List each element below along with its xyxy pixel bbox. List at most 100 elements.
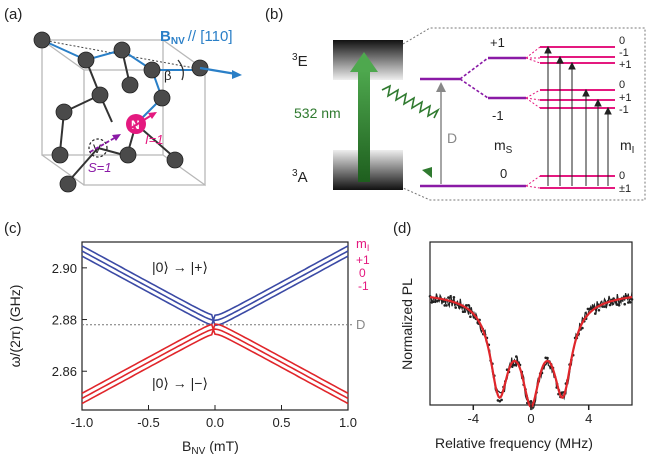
s-label: S=1 bbox=[88, 160, 112, 175]
plot-c-x-tick-label: 0.0 bbox=[206, 415, 224, 430]
plot-c-d-label: D bbox=[356, 317, 365, 332]
plot-d-data-point bbox=[603, 305, 606, 308]
decay-arrowhead bbox=[422, 167, 432, 178]
plot-d-data-point bbox=[515, 355, 518, 358]
plot-d-data-point bbox=[546, 356, 549, 360]
plot-d-ylabel: Normalized PL bbox=[399, 278, 415, 370]
transition-arrows bbox=[544, 45, 612, 186]
plot-d-data-point bbox=[463, 310, 467, 313]
plot-d-data-point bbox=[465, 304, 469, 307]
plot-d-measured-trace bbox=[429, 292, 633, 411]
electron-spin-arrowhead bbox=[112, 134, 121, 141]
mi-bot-1: ±1 bbox=[619, 183, 631, 195]
plot-d-frame bbox=[429, 241, 633, 406]
panel-a-label: (a) bbox=[4, 6, 22, 23]
zfs-arrowhead bbox=[436, 82, 446, 92]
panel-d-label: (d) bbox=[393, 220, 411, 237]
branch-upper-mI--1 bbox=[81, 245, 349, 327]
mi-bot-0: 0 bbox=[619, 170, 625, 182]
mi-mid-1: +1 bbox=[619, 92, 632, 104]
plot-d-data-point bbox=[500, 398, 503, 402]
ms-axis-label: mS bbox=[494, 137, 513, 156]
plot-d-data-point bbox=[441, 300, 445, 303]
ms-plus-label: +1 bbox=[490, 35, 505, 50]
mi-top-2: +1 bbox=[619, 59, 632, 71]
lower-branch-annotation: |0⟩ → |−⟩ bbox=[152, 375, 208, 391]
laser-arrow-head bbox=[350, 52, 378, 72]
plot-d-data-point bbox=[529, 400, 533, 403]
plot-d-data-point bbox=[452, 296, 456, 299]
plot-d-data-point bbox=[436, 299, 439, 303]
plot-d-x-tick-label: 0 bbox=[527, 411, 534, 426]
plot-c-x-tick-label: -1.0 bbox=[71, 415, 93, 430]
plot-c-xlabel: BNV(mT) bbox=[182, 438, 239, 457]
branch-lower-mI--1 bbox=[81, 323, 349, 405]
electron-spin-arrow bbox=[89, 135, 119, 153]
plot-d-data-point bbox=[445, 304, 448, 307]
plot-d-data bbox=[428, 292, 634, 411]
laser-label: 532 nm bbox=[294, 105, 341, 121]
plot-c-mi-label: mI bbox=[356, 236, 369, 253]
b-nv-label: BNV// [110] bbox=[160, 28, 233, 47]
plot-d-data-point bbox=[628, 301, 632, 304]
ms-zero-label: 0 bbox=[500, 166, 507, 181]
zoom-box bbox=[402, 27, 646, 201]
plot-c-y-tick-label: 2.86 bbox=[52, 364, 77, 379]
mi-top-0: 0 bbox=[619, 35, 625, 47]
plot-d-data-point bbox=[608, 303, 612, 307]
plot-c-y-tick-label: 2.88 bbox=[52, 313, 77, 328]
plot-d-x-tick-label: -4 bbox=[468, 411, 480, 426]
plot-d-data-point bbox=[469, 315, 472, 319]
plot-c-x-tick-label: 1.0 bbox=[339, 415, 357, 430]
plot-c-x-tick-label: -0.5 bbox=[137, 415, 159, 430]
plot-c-series bbox=[81, 245, 349, 405]
upper-branch-annotation: |0⟩ → |+⟩ bbox=[152, 259, 208, 275]
panel-b: (b) 3E 3A 532 nm bbox=[265, 6, 646, 201]
plot-c-y-tick-label: 2.90 bbox=[52, 261, 77, 276]
ground-state-label: 3A bbox=[292, 168, 308, 186]
plot-d-data-point bbox=[586, 307, 590, 311]
plot-d-data-point bbox=[498, 399, 502, 403]
excited-state-label: 3E bbox=[292, 52, 308, 70]
plot-d-x-tick-label: 4 bbox=[585, 411, 592, 426]
plot-c-ylabel: ω/(2π) (GHz) bbox=[7, 285, 23, 368]
zfs-label: D bbox=[447, 130, 457, 146]
beta-arc bbox=[177, 59, 184, 81]
plot-d-data-point bbox=[623, 302, 626, 306]
plot-c-mi-minus: -1 bbox=[358, 279, 369, 293]
b-field-arrow bbox=[199, 66, 237, 76]
beta-label: β bbox=[164, 68, 171, 83]
plot-d-data-point bbox=[594, 312, 597, 315]
plot-d-data-point bbox=[617, 304, 621, 307]
branch-lower-mI-1 bbox=[81, 323, 349, 405]
plot-d-data-point bbox=[443, 304, 447, 307]
plot-d-data-point bbox=[513, 363, 516, 367]
plot-c-x-tick-label: 0.5 bbox=[272, 415, 290, 430]
plot-d-x-ticks: -4 0 4 bbox=[468, 405, 592, 426]
nuclear-spin-arrowhead bbox=[148, 112, 157, 119]
plot-d-data-point bbox=[581, 326, 584, 330]
mi-mid-2: -1 bbox=[619, 104, 629, 116]
vacancy-site bbox=[88, 138, 108, 158]
decay-wavy-arrow bbox=[381, 84, 440, 119]
panel-c-label: (c) bbox=[4, 220, 22, 237]
plot-c-y-ticks: 2.90 2.88 2.86 bbox=[52, 261, 87, 379]
mi-axis-label: mI bbox=[620, 137, 634, 156]
plot-d-data-point bbox=[454, 306, 458, 309]
ms-levels bbox=[420, 56, 526, 188]
laser-arrow-shaft bbox=[358, 70, 370, 182]
plot-d-data-point bbox=[627, 301, 630, 304]
b-field-arrowhead bbox=[232, 70, 242, 79]
plot-d-data-point bbox=[630, 298, 634, 301]
i-label: I=1 bbox=[145, 132, 163, 147]
plot-d-fit-curve bbox=[429, 296, 633, 409]
mi-top-1: -1 bbox=[619, 47, 629, 59]
plot-d-data-point bbox=[601, 305, 604, 308]
plot-c-mi-zero: 0 bbox=[359, 266, 366, 280]
branch-lower-mI-0 bbox=[81, 328, 349, 400]
mi-mid-0: 0 bbox=[619, 79, 625, 91]
plot-d-data-point bbox=[447, 296, 450, 299]
plot-d-data-point bbox=[467, 304, 470, 307]
